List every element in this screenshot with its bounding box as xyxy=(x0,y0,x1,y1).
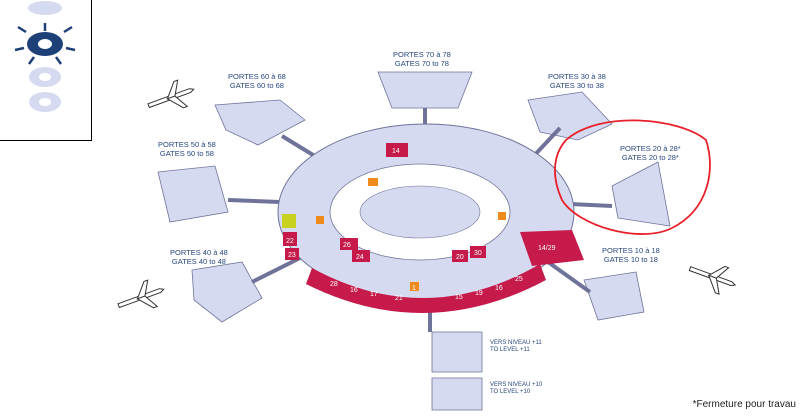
shop-number: 25 xyxy=(515,276,523,283)
shop-number: 26 xyxy=(343,242,351,249)
shop-number: 17 xyxy=(370,291,378,298)
shop-number: 15 xyxy=(455,294,463,301)
shop-block-right xyxy=(520,230,584,266)
highlight-circle xyxy=(554,119,711,235)
shop-upper xyxy=(386,143,408,157)
shop-number: 14/29 xyxy=(538,245,556,252)
shop-number: 30 xyxy=(474,250,482,257)
shop-number: 22 xyxy=(286,238,294,245)
connector-level-11 xyxy=(431,331,483,373)
airplane-icon xyxy=(688,265,737,295)
terminal-inactive-icon xyxy=(29,67,61,87)
pier-70 xyxy=(377,71,473,109)
pier-10 xyxy=(583,271,645,321)
pier-60 xyxy=(214,99,306,146)
pier-30 xyxy=(527,91,613,141)
shop-number: 16 xyxy=(495,285,503,292)
airplane-icon xyxy=(117,279,165,309)
central-plaza xyxy=(359,185,481,239)
terminal-active-icon xyxy=(14,23,76,65)
connector-level-10 xyxy=(431,377,483,411)
terminal-inactive-icon xyxy=(28,1,62,15)
pier-40 xyxy=(191,261,263,323)
shop-number: 28 xyxy=(330,281,338,288)
terminal-inactive-icon xyxy=(29,92,61,112)
shop-band-outer xyxy=(306,264,546,314)
closure-footnote: *Fermeture pour travau xyxy=(692,399,796,410)
legend-panel xyxy=(0,0,92,141)
legend-icons xyxy=(14,1,76,112)
shop-number: 19 xyxy=(475,290,483,297)
pier-20 xyxy=(611,161,671,227)
shop-number: 14 xyxy=(392,148,400,155)
shop-number: 21 xyxy=(395,295,403,302)
shop-number: 1 xyxy=(412,285,416,292)
shop-number: 16 xyxy=(350,287,358,294)
shop-number: 20 xyxy=(456,254,464,261)
shop-number: 23 xyxy=(288,252,296,259)
airplane-icon xyxy=(147,79,195,109)
gates-20-label: PORTES 20 à 28*GATES 20 to 28* xyxy=(620,144,681,162)
shop-number: 24 xyxy=(356,254,364,261)
pier-50 xyxy=(157,165,229,223)
